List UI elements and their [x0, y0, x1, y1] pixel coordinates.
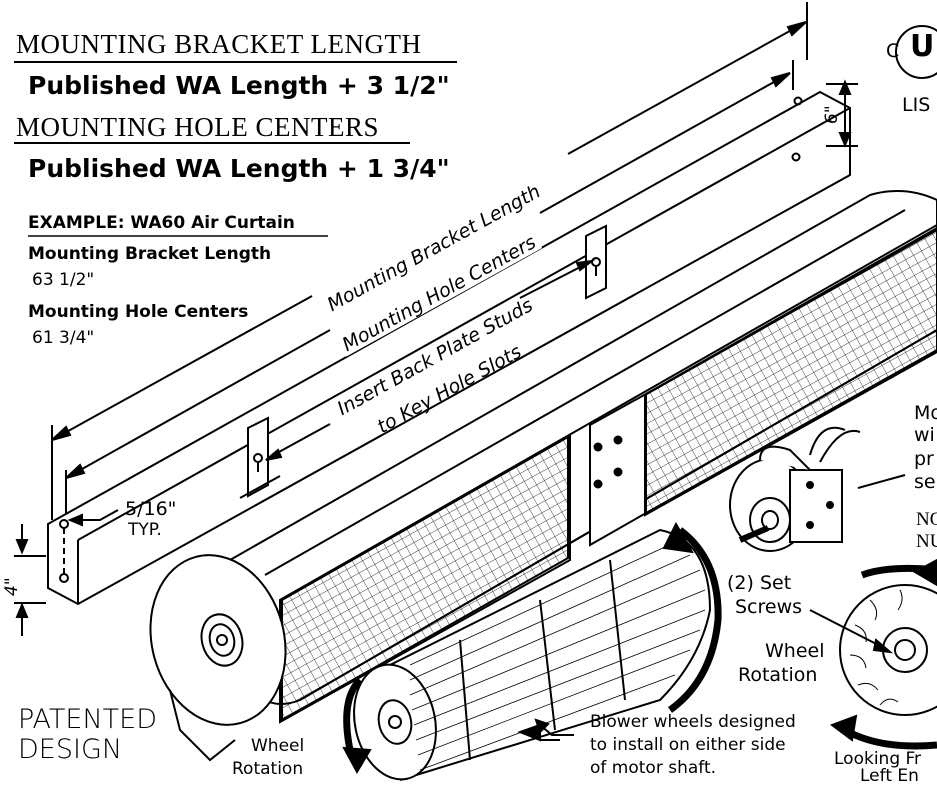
blower-note-3: of motor shaft.: [590, 758, 717, 778]
example-bracket-value: 63 1/2": [32, 270, 95, 290]
ul-u-letter: U: [910, 29, 935, 64]
patent-label-1: PATENTED: [18, 704, 158, 735]
looking-label-1: Looking Fr: [834, 749, 922, 769]
key-hole-plate-left: [239, 416, 281, 499]
side-wheel-rotation-1: Wheel: [765, 640, 825, 662]
example-title: EXAMPLE: WA60 Air Curtain: [28, 213, 295, 233]
example-holes-label: Mounting Hole Centers: [28, 302, 249, 322]
motor-note2-1: NO: [916, 509, 937, 530]
bracket-height-dimension: [14, 524, 46, 636]
bracket-height-right-label: 6": [822, 105, 842, 124]
ul-listing-mark: [895, 25, 937, 79]
blower-wheel-rotation-2: Rotation: [232, 759, 304, 779]
motor-note-1: Mo: [914, 402, 937, 424]
side-wheel: [809, 558, 937, 750]
hole-centers-dimension: [65, 60, 794, 525]
blower-wheel-rotation-1: Wheel: [251, 736, 305, 756]
blower-note-2: to install on either side: [590, 735, 786, 755]
bracket-length-title: MOUNTING BRACKET LENGTH: [16, 29, 422, 59]
patent-label-2: DESIGN: [18, 734, 123, 765]
looking-label-2: Left En: [860, 766, 919, 786]
end-cap: [149, 554, 287, 762]
motor: [729, 426, 906, 552]
hole-centers-formula: Published WA Length + 1 3/4": [28, 154, 450, 183]
motor-note-4: se: [914, 471, 936, 493]
hole-typ-label: TYP.: [128, 520, 162, 540]
bracket-height-label: 4": [2, 577, 22, 596]
hole-size-label: 5/16": [125, 498, 177, 520]
ul-c-letter: C: [886, 40, 900, 62]
blower-wheel: [342, 521, 722, 781]
bracket-length-dimension: [51, 2, 808, 520]
set-screws-label-2: Screws: [735, 596, 803, 618]
example-holes-value: 61 3/4": [32, 328, 95, 348]
set-screws-label-1: (2) Set: [727, 572, 792, 594]
ul-listed-label: LIS: [902, 94, 931, 116]
bracket-height-right-dimension: [826, 79, 858, 148]
hole-centers-title: MOUNTING HOLE CENTERS: [16, 112, 379, 142]
air-curtain-housing: [229, 190, 937, 724]
example-bracket-label: Mounting Bracket Length: [28, 244, 272, 264]
motor-note2-2: NU: [916, 531, 937, 552]
bracket-length-formula: Published WA Length + 3 1/2": [28, 71, 450, 100]
blower-note-1: Blower wheels designed: [590, 712, 796, 732]
side-wheel-rotation-2: Rotation: [738, 664, 818, 686]
motor-note-3: pr: [914, 448, 934, 470]
motor-note-2: wi: [914, 424, 935, 446]
